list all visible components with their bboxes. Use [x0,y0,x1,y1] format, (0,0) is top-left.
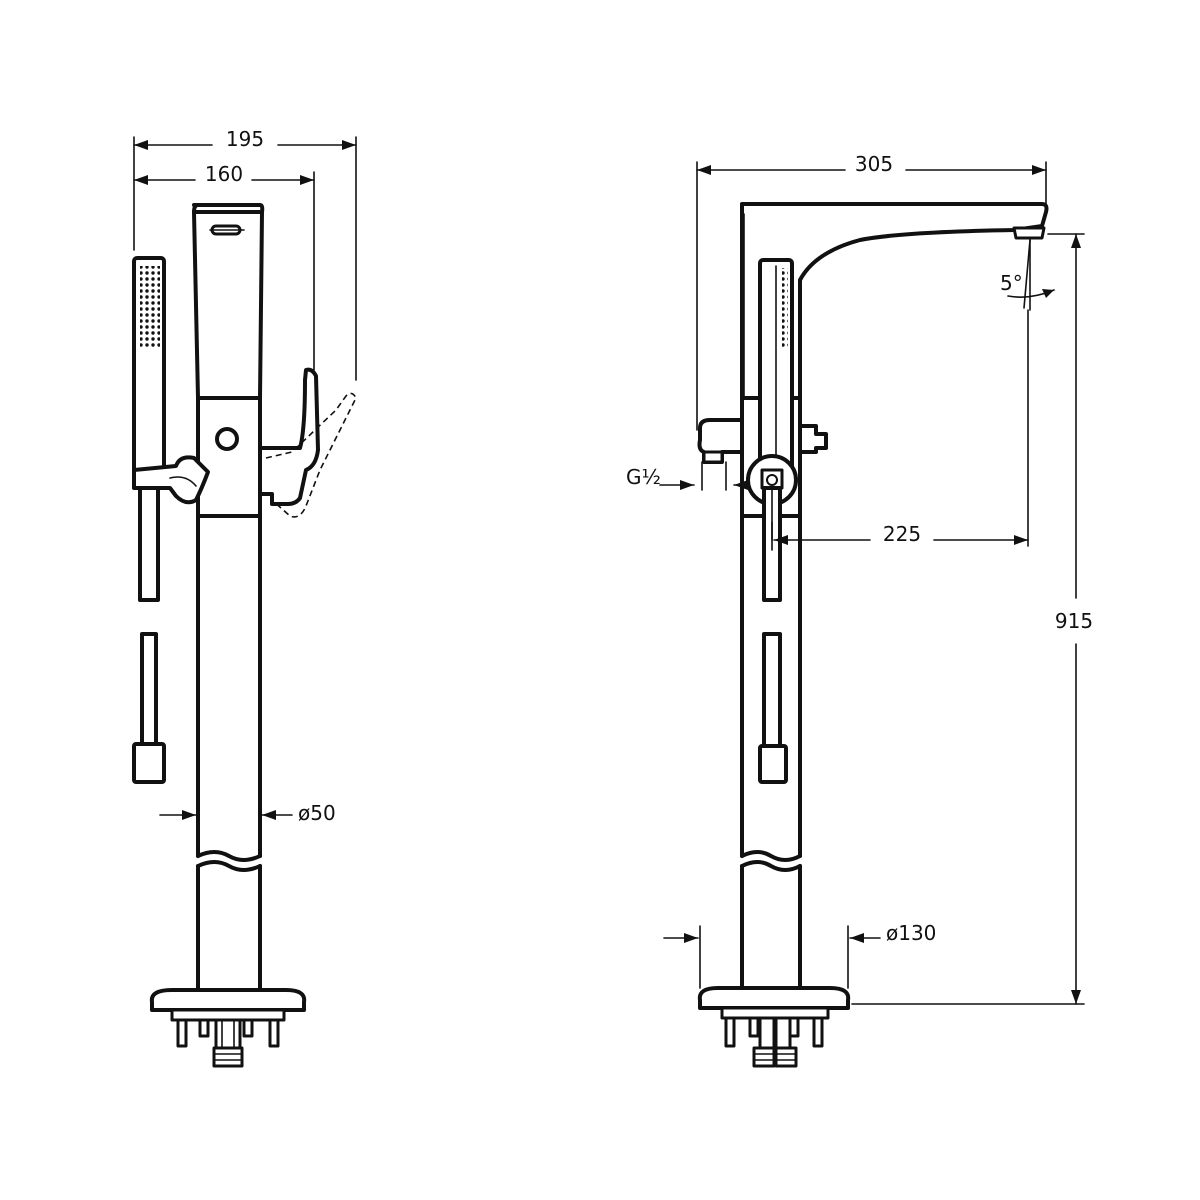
front-hand-shower [746,258,798,784]
dim-195: 195 [133,127,357,381]
dim-o130: ø130 [663,921,936,989]
side-base [149,988,307,1012]
side-mixer-body [196,396,262,518]
dim-g12-label: G½ [626,465,661,489]
dim-5deg-label: 5° [1000,271,1023,295]
dim-o130-label: ø130 [886,921,936,945]
dim-g12: G½ [626,461,761,491]
front-view: 305 5° G½ [626,152,1093,1068]
side-fixing-studs [176,1018,280,1068]
dim-305: 305 [696,152,1047,431]
front-spout [740,202,1049,400]
dim-305-label: 305 [855,152,893,176]
front-fixing-studs [724,1016,824,1068]
dim-195-label: 195 [226,127,264,151]
side-cartridge-hole [215,427,239,451]
side-hand-shower [132,256,210,784]
dim-915-label: 915 [1055,609,1093,633]
front-side-outlet [798,424,828,454]
side-view: 195 160 [132,127,357,1068]
dim-915: 915 [851,233,1093,1005]
dim-225-label: 225 [883,522,921,546]
dim-o50: ø50 [159,801,336,825]
dim-160-label: 160 [205,162,243,186]
dim-5deg: 5° [1000,239,1055,311]
side-lever [258,367,320,506]
dim-160: 160 [133,162,315,371]
dim-225: 225 [771,309,1029,551]
side-lever-ghost [265,392,357,518]
front-base [697,986,851,1010]
dim-o50-label: ø50 [298,801,336,825]
